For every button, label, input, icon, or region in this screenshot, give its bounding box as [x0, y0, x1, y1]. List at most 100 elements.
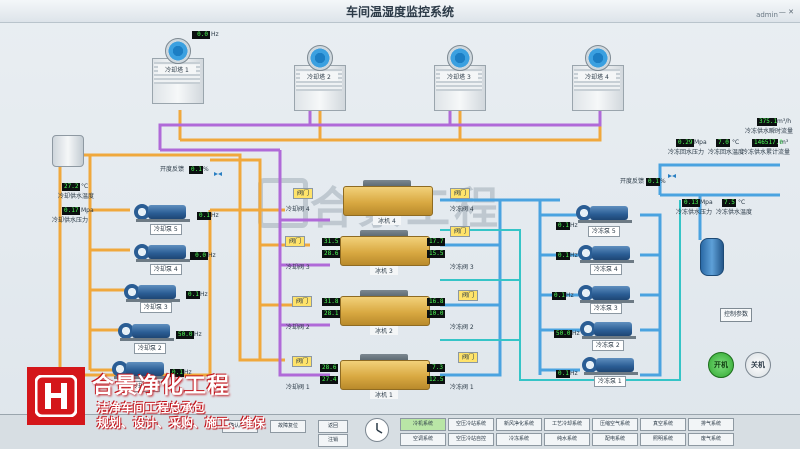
start-button[interactable]: 开机 [708, 352, 734, 378]
page-title: 车间温湿度监控系统 [345, 5, 454, 19]
chiller-1-chilled-valve[interactable]: 冷冻阀 1 [450, 384, 474, 391]
cooling-tower-2[interactable]: 冷却塔 2 [290, 45, 348, 111]
chilled-pump-3-unit: Hz [566, 292, 574, 299]
chiller-3[interactable]: 冰机 3 [340, 230, 430, 275]
chilled-flow-unit: m³/h [777, 118, 792, 125]
water-tank-icon [52, 135, 84, 167]
cooling-pump-2-unit: Hz [194, 331, 202, 338]
cooling-pump-1-value: 0.1 [170, 369, 184, 377]
cooling-supply-temp-label: 冷却供水温度 [58, 193, 95, 200]
tab-row2-3[interactable]: 纯水系统 [544, 433, 590, 446]
bypass-feedback-unit: % [203, 166, 209, 173]
cooling-pump-4-unit: Hz [208, 252, 216, 259]
chiller-4-cooling-valve[interactable]: 冷却阀 4 [286, 206, 310, 213]
bypass-feedback-value: 0.1 [189, 166, 203, 174]
cooling-pump-4[interactable] [134, 243, 190, 262]
chilled-supply-press-value: 0.13 [682, 199, 700, 207]
tab-row1-2[interactable]: 新风净化系统 [496, 418, 542, 431]
control-params-button[interactable]: 控制参数 [720, 308, 753, 322]
tab-row2-2[interactable]: 冷冻系统 [496, 433, 542, 446]
back-button[interactable]: 返回 [318, 420, 348, 433]
chiller-1-cooling-valve[interactable]: 冷却阀 1 [286, 384, 310, 391]
chilled-pump-5-value: 0.1 [556, 222, 570, 230]
chilled-pump-3[interactable] [578, 284, 634, 303]
cooling-tower-4[interactable]: 冷却塔 4 [568, 45, 626, 111]
tab-row1-3[interactable]: 工艺冷却系统 [544, 418, 590, 431]
chilled-return-press-unit: Mpa [694, 139, 707, 146]
cooling-pump-2[interactable] [118, 322, 174, 341]
cooling-pump-1-label: 冷却泵 1 [128, 381, 160, 392]
chilled-total-flow-label: 冷冻供水累计流量 [742, 149, 791, 156]
chilled-supply-press-label: 冷冻供水压力 [676, 209, 713, 216]
tab-row2-4[interactable]: 配电系统 [592, 433, 638, 446]
cooling-supply-press-label: 冷却供水压力 [52, 217, 89, 224]
cooling-tower-3[interactable]: 冷却塔 3 [430, 45, 488, 111]
logout-button[interactable]: 注销 [318, 434, 348, 447]
stop-button[interactable]: 关机 [745, 352, 771, 378]
cooling-pump-5-unit: Hz [211, 212, 219, 219]
chilled-pump-4-label: 冷冻泵 4 [590, 264, 622, 275]
ack-silence-button[interactable]: 确认/消声 [222, 420, 258, 433]
tower-label: 冷却塔 1 [158, 65, 196, 74]
tower-label: 冷却塔 3 [440, 72, 478, 81]
user-label[interactable]: admin [756, 11, 778, 19]
chiller-3-cooling-valve[interactable]: 冷却阀 3 [286, 264, 310, 271]
chilled-supply-temp-unit: °C [738, 199, 746, 206]
cooling-tower-1[interactable]: 冷却塔 1 [148, 38, 206, 104]
bypass-valve-icon[interactable] [214, 170, 222, 178]
chiller-4-out-tag: 阀门 [450, 188, 471, 199]
chiller-1-chilled-out: 12.5 [427, 376, 445, 384]
chiller-1[interactable]: 冰机 1 [340, 354, 430, 399]
cooling-pump-5-label: 冷却泵 5 [150, 224, 182, 235]
brand-name: 合景净化工程 [92, 374, 231, 399]
chiller-3-chilled-in: 17.7 [427, 238, 445, 246]
fan-icon [447, 45, 473, 71]
chilled-total-flow-value: 146517.0 [752, 139, 783, 147]
right-bypass-valve-icon[interactable] [668, 172, 676, 180]
tab-row1-0[interactable]: 冷机系统 [400, 418, 446, 431]
chiller-3-chilled-valve[interactable]: 冷冻阀 3 [450, 264, 474, 271]
chilled-pump-3-label: 冷冻泵 3 [590, 303, 622, 314]
cooling-pump-3-unit: Hz [200, 291, 208, 298]
right-bypass-feedback-value: 0.1 [646, 178, 660, 186]
cooling-supply-temp-unit: °C [81, 183, 89, 190]
chiller-4-chilled-valve[interactable]: 冷冻阀 4 [450, 206, 474, 213]
chiller-1-in-tag: 阀门 [292, 356, 313, 367]
expansion-tank-icon [700, 238, 724, 276]
chiller-4[interactable]: 冰机 4 [343, 180, 433, 225]
cooling-pump-5[interactable] [134, 203, 190, 222]
tab-row1-6[interactable]: 排气系统 [688, 418, 734, 431]
chilled-pump-2-label: 冷冻泵 2 [592, 340, 624, 351]
cooling-pump-2-label: 冷却泵 2 [134, 343, 166, 354]
fan-icon [585, 45, 611, 71]
tab-row1-4[interactable]: 压缩空气系统 [592, 418, 638, 431]
chiller-2-cooling-valve[interactable]: 冷却阀 2 [286, 324, 310, 331]
tab-row2-5[interactable]: 照明系统 [640, 433, 686, 446]
tab-row1-5[interactable]: 真空系统 [640, 418, 686, 431]
tower-1-unit: Hz [211, 31, 219, 38]
chilled-pump-5-label: 冷冻泵 5 [588, 226, 620, 237]
window-controls-icon[interactable]: — ✕ [778, 8, 794, 16]
tab-row2-0[interactable]: 空调系统 [400, 433, 446, 446]
chilled-pump-2[interactable] [580, 320, 636, 339]
tower-label: 冷却塔 2 [300, 72, 338, 81]
fault-reset-button[interactable]: 故障复位 [270, 420, 306, 433]
tab-row1-1[interactable]: 空压冷站系统 [448, 418, 494, 431]
brand-tagline-2: 规划、设计、采购、施工、维保 [97, 416, 266, 430]
chilled-pump-5[interactable] [576, 204, 632, 223]
chiller-4-in-tag: 阀门 [293, 188, 314, 199]
chilled-return-temp-value: 7.0 [716, 139, 730, 147]
chilled-return-temp-label: 冷冻回水温度 [708, 149, 745, 156]
chilled-pump-1[interactable] [582, 356, 638, 375]
chilled-supply-temp-value: 7.5 [722, 199, 736, 207]
chiller-2[interactable]: 冰机 2 [340, 290, 430, 335]
tab-row2-6[interactable]: 废气系统 [688, 433, 734, 446]
fan-icon [307, 45, 333, 71]
chilled-pump-4[interactable] [578, 244, 634, 263]
cooling-pump-1[interactable] [112, 360, 168, 379]
tab-row2-1[interactable]: 空压冷站自控 [448, 433, 494, 446]
chiller-1-cooling-in: 28.6 [320, 364, 338, 372]
chiller-2-chilled-valve[interactable]: 冷冻阀 2 [450, 324, 474, 331]
cooling-pump-3[interactable] [124, 283, 180, 302]
